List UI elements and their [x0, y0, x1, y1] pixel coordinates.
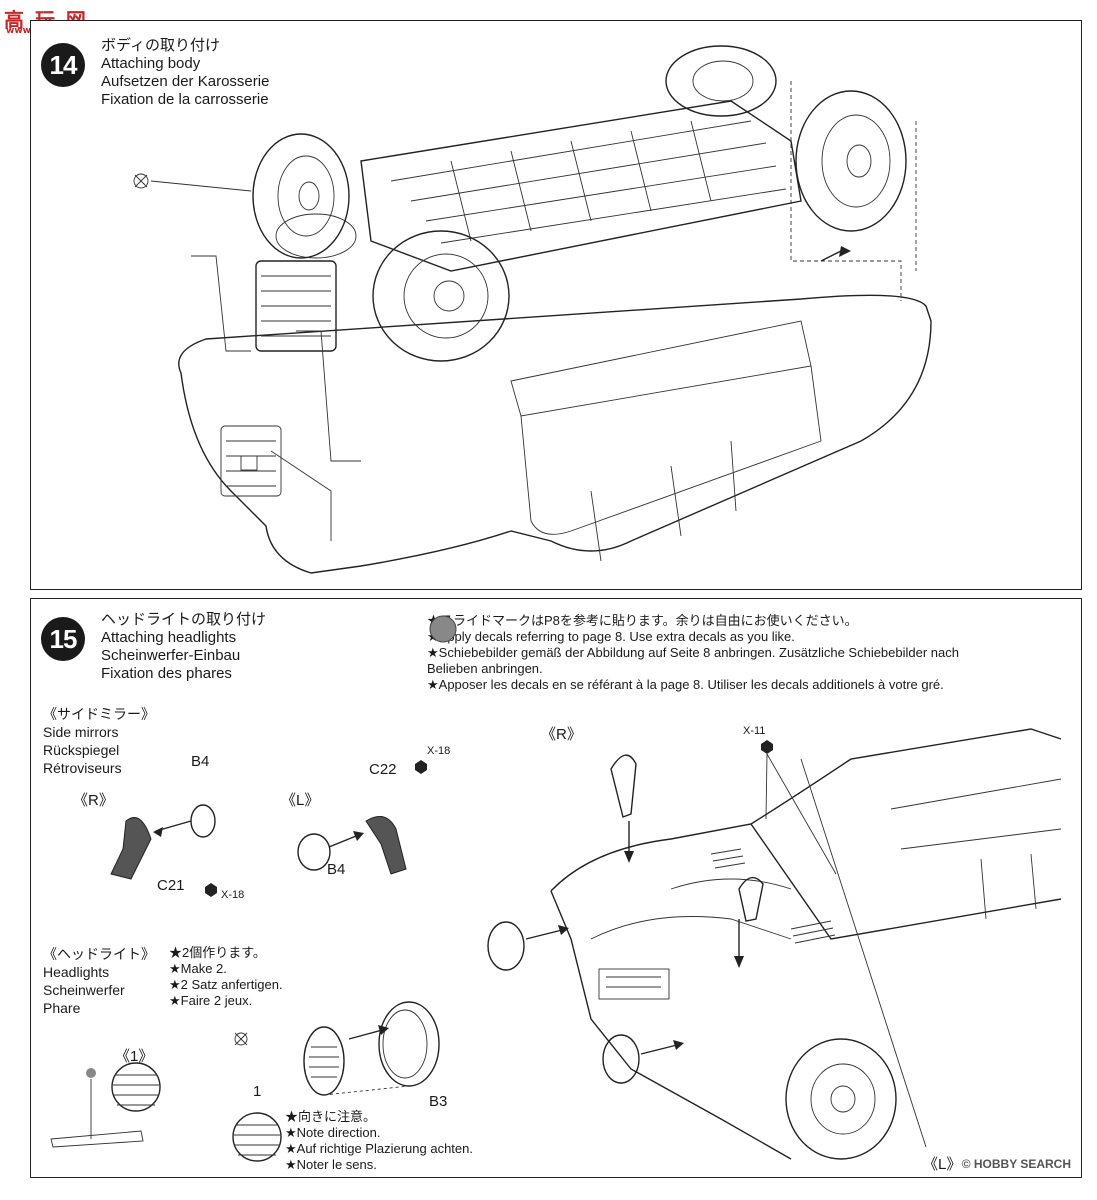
headlight-mirror-illustration — [50, 615, 1062, 1162]
part-b4-top: B4 — [191, 753, 210, 770]
direction-note: ★向きに注意。 ★Note direction. ★Auf richtige P… — [285, 1109, 473, 1173]
part-b3: B3 — [429, 1093, 448, 1110]
step-14-title-de: Aufsetzen der Karosserie — [101, 73, 270, 90]
make-two-note: ★2個作ります。 ★Make 2. ★2 Satz anfertigen. ★F… — [169, 945, 283, 1009]
side-mirrors-en: Side mirrors — [43, 724, 119, 740]
make-two-jp: ★2個作ります。 — [169, 945, 266, 960]
wheel-rear-left — [665, 45, 777, 117]
part-1: 1 — [253, 1083, 262, 1100]
direction-de: ★Auf richtige Plazierung achten. — [285, 1141, 473, 1156]
chassis-floor — [360, 100, 802, 272]
side-mirrors-de: Rückspiegel — [43, 742, 120, 758]
step-15-number: 15 — [41, 617, 85, 661]
make-two-en: ★Make 2. — [169, 961, 227, 976]
car-front-drawing — [487, 728, 1062, 1160]
cement-icon-headlight — [234, 1032, 248, 1046]
mirror-r-label: 《R》 — [73, 792, 114, 809]
headlight-assembly-drawing — [234, 1001, 440, 1096]
direction-fr: ★Noter le sens. — [285, 1157, 377, 1172]
step-15-title-de: Scheinwerfer-Einbau — [101, 647, 241, 664]
step-14-titles: ボディの取り付け Attaching body Aufsetzen der Ka… — [101, 37, 269, 109]
side-mirrors-heading: 《サイドミラー》 Side mirrors Rückspiegel Rétrov… — [43, 705, 155, 777]
make-two-fr: ★Faire 2 jeux. — [169, 993, 253, 1008]
car-r-label: 《R》 — [541, 726, 582, 743]
decal-icon — [429, 615, 457, 643]
side-mirrors-jp: 《サイドミラー》 — [43, 706, 155, 722]
step-14-panel: 14 ボディの取り付け Attaching body Aufsetzen der… — [30, 20, 1082, 590]
step-14-number: 14 — [41, 43, 85, 87]
mirror-l-label: 《L》 — [281, 792, 320, 809]
direction-en: ★Note direction. — [285, 1125, 381, 1140]
lens-detail-drawing — [50, 1062, 282, 1162]
part-c21: C21 — [157, 877, 185, 894]
part-x18-b: X-18 — [427, 745, 451, 757]
decal-note-en: ★Apply decals referring to page 8. Use e… — [427, 629, 795, 644]
mirror-r-drawing — [110, 804, 217, 897]
decal-note-fr: ★Apposer les decals en se référant à la … — [427, 677, 944, 692]
direction-jp: ★向きに注意。 — [285, 1109, 377, 1124]
step-14-title-en: Attaching body — [101, 55, 201, 72]
headlights-en: Headlights — [43, 964, 110, 980]
step-14-title-fr: Fixation de la carrosserie — [101, 91, 269, 108]
step-15-panel: 15 ヘッドライトの取り付け Attaching headlights Sche… — [30, 598, 1082, 1178]
detail-1-label: 《1》 — [115, 1048, 154, 1065]
car-l-label: 《L》 — [923, 1156, 962, 1173]
body-shell-outline — [178, 294, 932, 574]
step-15-title-fr: Fixation des phares — [101, 665, 232, 682]
part-x18-a: X-18 — [221, 889, 245, 901]
engine-block — [255, 260, 337, 352]
step-15-titles: ヘッドライトの取り付け Attaching headlights Scheinw… — [101, 611, 266, 683]
step-15-title-en: Attaching headlights — [101, 629, 237, 646]
part-b4-bottom: B4 — [327, 861, 346, 878]
decal-note-de-2: Belieben anbringen. — [427, 661, 543, 676]
make-two-de: ★2 Satz anfertigen. — [169, 977, 283, 992]
step-14-title-jp: ボディの取り付け — [101, 37, 220, 54]
part-c22: C22 — [369, 761, 397, 778]
wheel-front-left — [252, 133, 350, 259]
part-x11: X-11 — [743, 725, 766, 737]
headlights-jp: 《ヘッドライト》 — [43, 946, 155, 962]
headlights-fr: Phare — [43, 1000, 81, 1016]
mirror-l-drawing — [297, 760, 427, 875]
decal-note: ★スライドマークはP8を参考に貼ります。余りは自由にお使いください。 ★Appl… — [427, 613, 959, 693]
decal-note-de-1: ★Schiebebilder gemäß der Abbildung auf S… — [427, 645, 959, 660]
headlights-heading: 《ヘッドライト》 Headlights Scheinwerfer Phare — [43, 945, 155, 1017]
wheel-front-right — [372, 230, 510, 362]
cement-icon — [133, 173, 149, 189]
wheel-rear-right — [795, 90, 907, 232]
decal-note-jp: ★スライドマークはP8を参考に貼ります。余りは自由にお使いください。 — [427, 613, 858, 628]
upside-down-car-illustration — [133, 45, 932, 574]
step-15-title-jp: ヘッドライトの取り付け — [101, 611, 267, 628]
hobby-search-footer: © HOBBY SEARCH — [961, 1157, 1071, 1171]
headlights-de: Scheinwerfer — [43, 982, 125, 998]
side-mirrors-fr: Rétroviseurs — [43, 760, 122, 776]
